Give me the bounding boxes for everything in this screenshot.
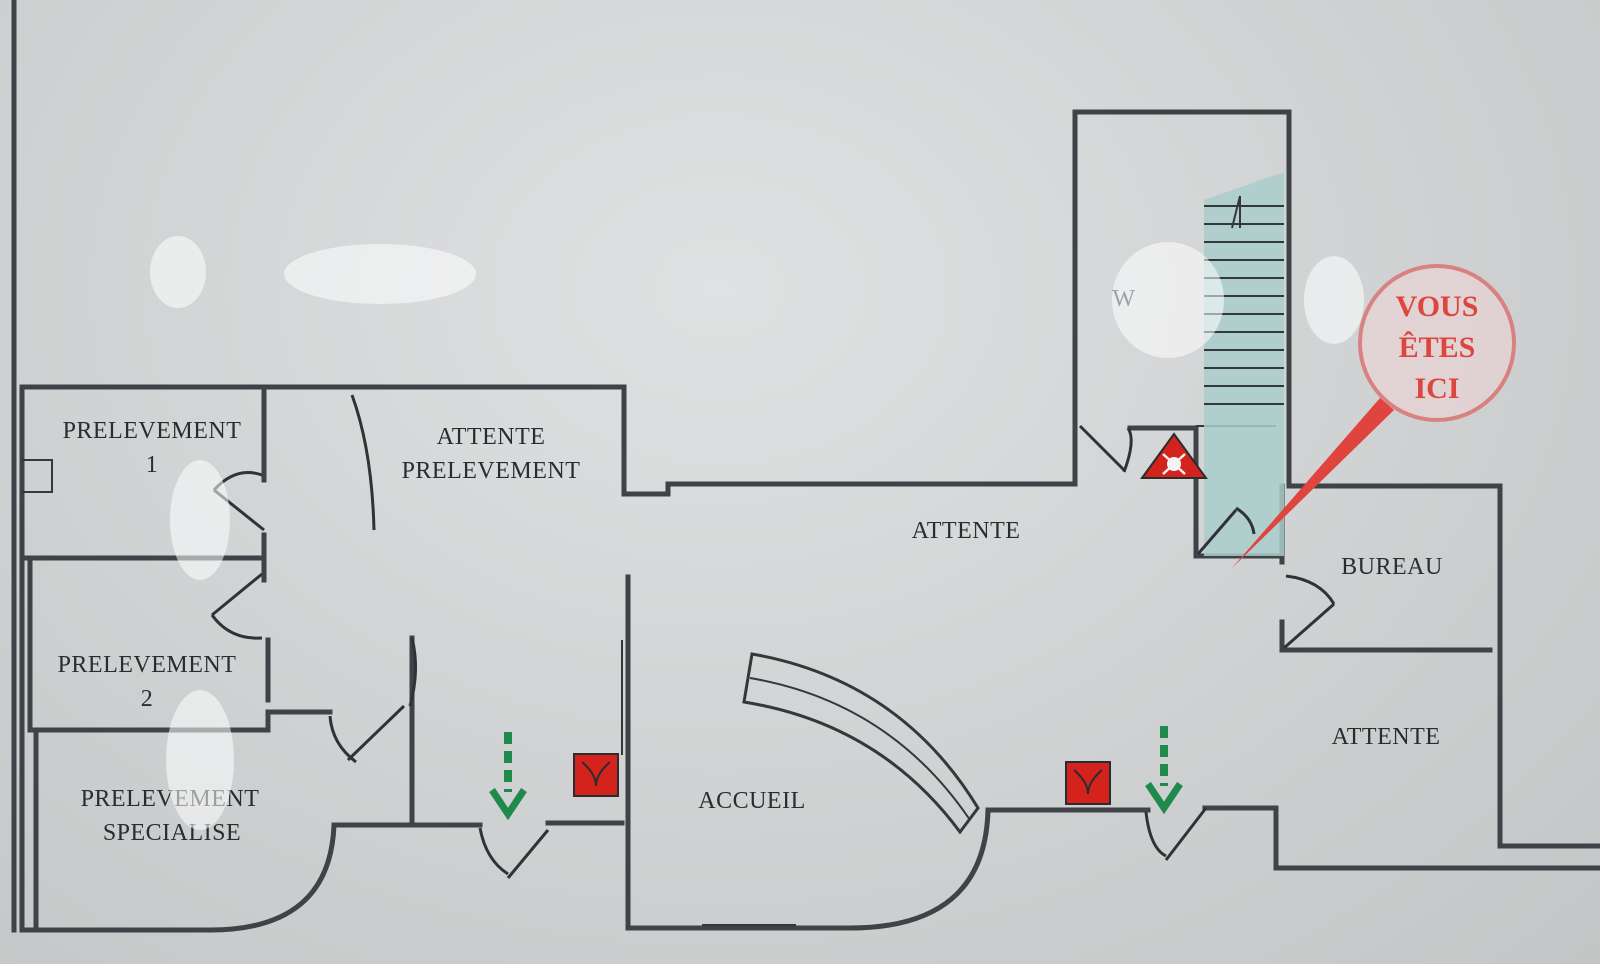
door-exit-left-arc: [478, 827, 509, 876]
partition-p2: [27, 557, 333, 733]
wall-specialise-curve: [37, 822, 483, 933]
wall-accueil: [625, 574, 1151, 931]
door-exit-right-arc: [1144, 811, 1167, 858]
door-specialise-leaf: [408, 637, 418, 707]
door-exit-right: [1164, 807, 1208, 861]
door-specialise-arc: [328, 715, 357, 764]
exit-arrow-left-icon: [489, 732, 527, 821]
door-wc-arc: [1122, 427, 1133, 473]
walls: [11, 0, 1600, 933]
door-specialise: [346, 704, 406, 762]
label-prelevement-2-line-2: 2: [141, 686, 154, 712]
label-bureau: BUREAU: [1341, 554, 1443, 580]
you-are-here-line-1: VOUS: [1396, 290, 1479, 323]
label-prelevement-2-line-1: PRELEVEMENT: [58, 652, 237, 678]
wall-niche: [22, 459, 53, 493]
glass-reflections: [150, 236, 1364, 830]
doors: [210, 394, 1336, 926]
alarm-triangle-icon: [1140, 432, 1208, 479]
door-wc: [1078, 424, 1126, 472]
door-exit-left: [506, 829, 550, 879]
door-bureau: [1283, 602, 1335, 650]
outer-wall-top: [19, 109, 1600, 849]
wall-bottom-right: [1202, 805, 1600, 871]
label-accueil: ACCUEIL: [698, 788, 806, 814]
you-are-here-line-3: ICI: [1414, 372, 1459, 405]
door-p2: [211, 572, 263, 617]
label-attente-prelevement-line-2: PRELEVEMENT: [402, 458, 581, 484]
label-prelevement-1-line-2: 1: [146, 452, 159, 478]
label-attente-corridor: ATTENTE: [912, 518, 1021, 544]
reception-counter: [742, 652, 980, 835]
you-are-here-line-2: ÊTES: [1399, 331, 1476, 364]
label-attente-prelevement-line-1: ATTENTE: [437, 424, 546, 450]
door-stairs-arc: [1235, 506, 1256, 535]
extinguisher-right-icon: [1065, 761, 1111, 805]
exit-arrow-right-icon: [1145, 726, 1183, 815]
door-stairs: [1196, 509, 1238, 555]
label-attente-right: ATTENTE: [1332, 724, 1441, 750]
you-are-here-marker: VOUS ÊTES ICI: [1232, 264, 1516, 568]
label-prelevement-specialise-line-2: SPECIALISE: [103, 820, 241, 846]
door-bureau-arc: [1285, 574, 1336, 605]
room-labels: PRELEVEMENT 1 ATTENTE PRELEVEMENT PRELEV…: [58, 286, 1443, 846]
staircase: [1204, 172, 1284, 556]
door-p2-arc: [210, 614, 263, 640]
extinguisher-left-icon: [573, 753, 619, 797]
label-prelevement-1-line-1: PRELEVEMENT: [63, 418, 242, 444]
stairs-arrow-icon: [1231, 195, 1241, 229]
door-attente-prelevement: [350, 394, 376, 531]
